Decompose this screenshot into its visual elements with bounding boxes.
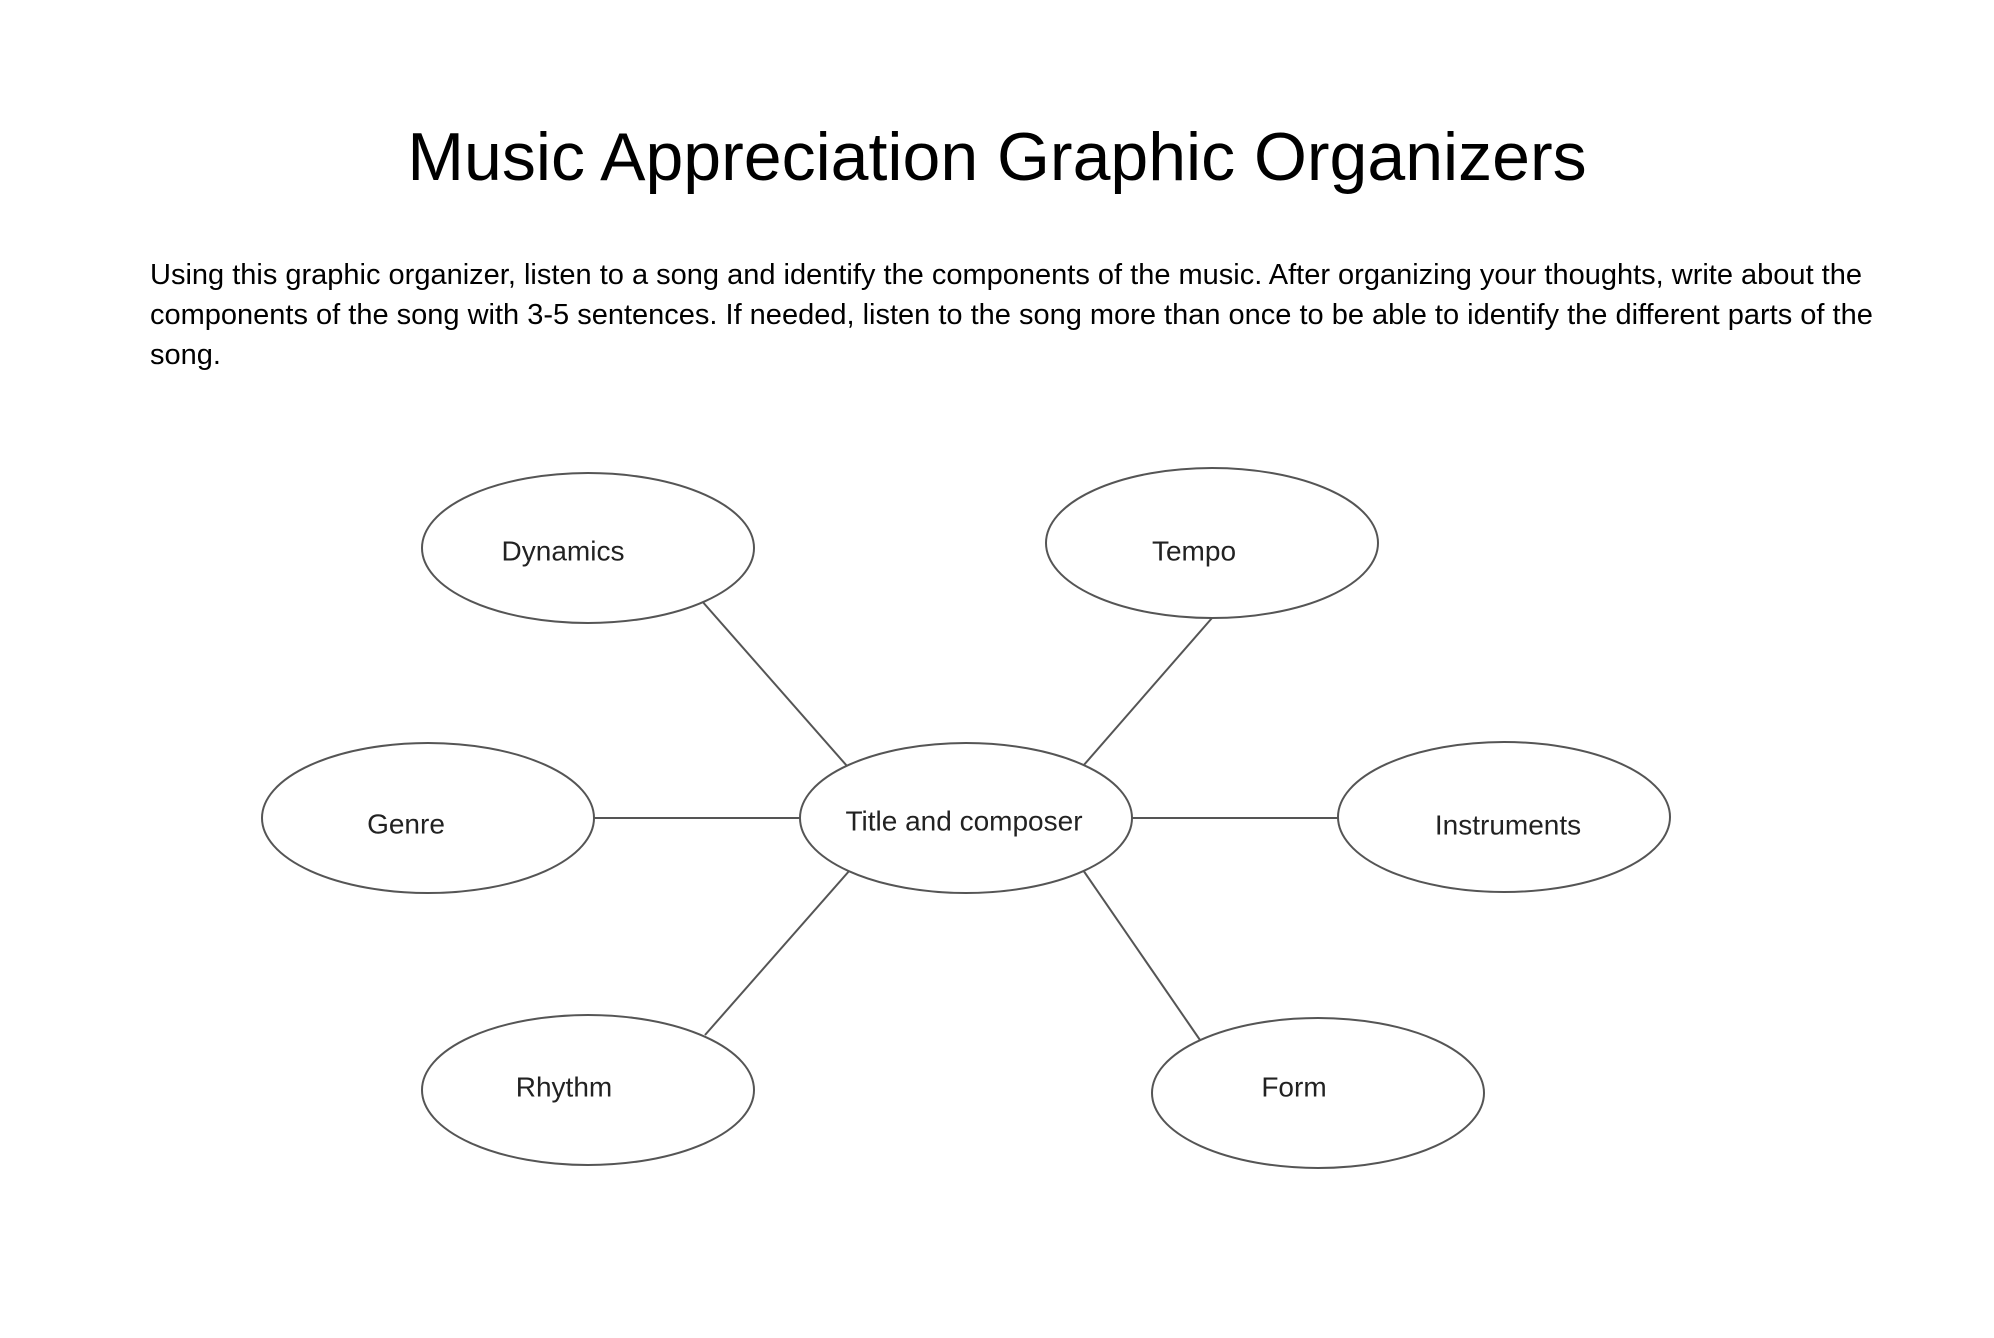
node-rhythm-label: Rhythm xyxy=(516,1071,612,1102)
node-tempo-label: Tempo xyxy=(1152,535,1236,566)
node-instruments: Instruments xyxy=(1337,741,1671,893)
node-form: Form xyxy=(1151,1017,1485,1169)
page-title: Music Appreciation Graphic Organizers xyxy=(407,119,1587,195)
node-tempo: Tempo xyxy=(1045,467,1379,619)
node-rhythm-ellipse xyxy=(421,1014,755,1166)
connector-dynamics xyxy=(700,599,848,767)
node-rhythm: Rhythm xyxy=(421,1014,755,1166)
node-tempo-ellipse xyxy=(1045,467,1379,619)
node-center-label: Title and composer xyxy=(845,805,1082,836)
node-form-ellipse xyxy=(1151,1017,1485,1169)
node-instruments-ellipse xyxy=(1337,741,1671,893)
connector-rhythm xyxy=(704,869,851,1036)
connector-tempo xyxy=(1082,617,1213,767)
node-center-ellipse xyxy=(799,742,1133,894)
node-dynamics: Dynamics xyxy=(421,472,755,624)
node-center: Title and composer xyxy=(799,742,1133,894)
node-dynamics-label: Dynamics xyxy=(502,535,625,566)
node-genre-ellipse xyxy=(261,742,595,894)
node-genre: Genre xyxy=(261,742,595,894)
instructions-paragraph: Using this graphic organizer, listen to … xyxy=(150,259,1873,371)
node-form-label: Form xyxy=(1261,1071,1326,1102)
node-dynamics-ellipse xyxy=(421,472,755,624)
node-instruments-label: Instruments xyxy=(1435,809,1581,840)
connector-form xyxy=(1082,869,1201,1041)
node-genre-label: Genre xyxy=(367,808,445,839)
